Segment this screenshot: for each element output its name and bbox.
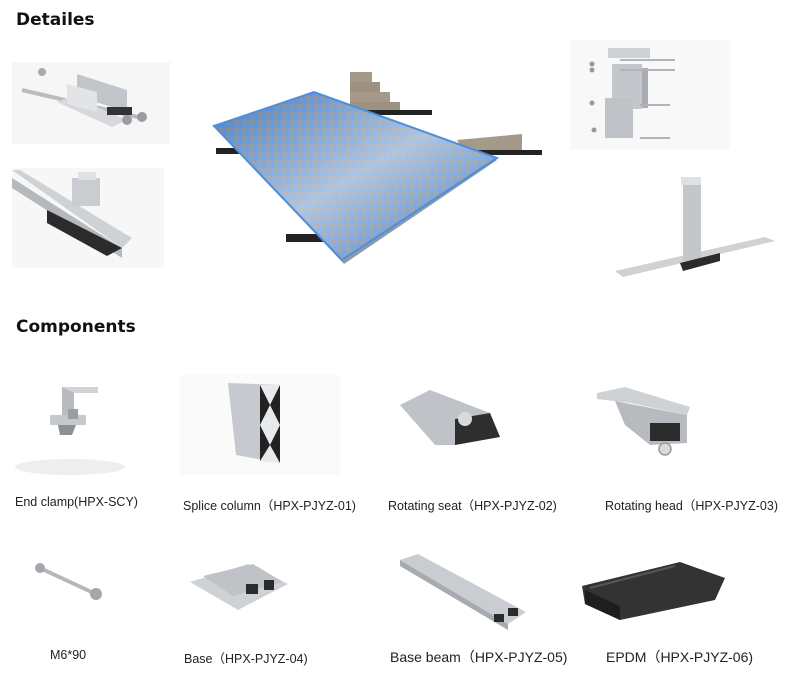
component-caption: Rotating seat（HPX-PJYZ-02): [388, 499, 557, 513]
component-caption: M6*90: [50, 648, 87, 662]
rotating-head-on-rail-photo: [615, 175, 783, 280]
rotating-seat-assembly-photo: [12, 62, 170, 144]
component-caption: EPDM（HPX-PJYZ-06): [606, 649, 754, 665]
m6-bolt-photo: [30, 560, 110, 605]
component-caption: End clamp(HPX-SCY): [15, 495, 138, 509]
base-photo: [188, 562, 293, 617]
rotating-head-photo: [595, 385, 695, 460]
epdm-photo: [580, 560, 730, 630]
splice-column-photo: [180, 375, 340, 475]
rotating-seat-photo: [395, 385, 505, 455]
component-caption: Base beam（HPX-PJYZ-05): [390, 649, 568, 665]
component-caption: Splice column（HPX-PJYZ-01): [183, 499, 356, 513]
end-clamp-photo: [10, 375, 140, 480]
splice-column-assembly-photo: [570, 40, 730, 150]
components-heading: Components: [16, 317, 136, 337]
rail-with-clamp-photo: [12, 168, 164, 268]
component-caption: Base（HPX-PJYZ-04): [184, 652, 308, 666]
base-beam-photo: [398, 552, 528, 637]
solar-panel-ballast-mount-photo: [192, 62, 544, 277]
component-caption: Rotating head（HPX-PJYZ-03): [605, 499, 778, 513]
details-heading: Detailes: [16, 10, 95, 30]
